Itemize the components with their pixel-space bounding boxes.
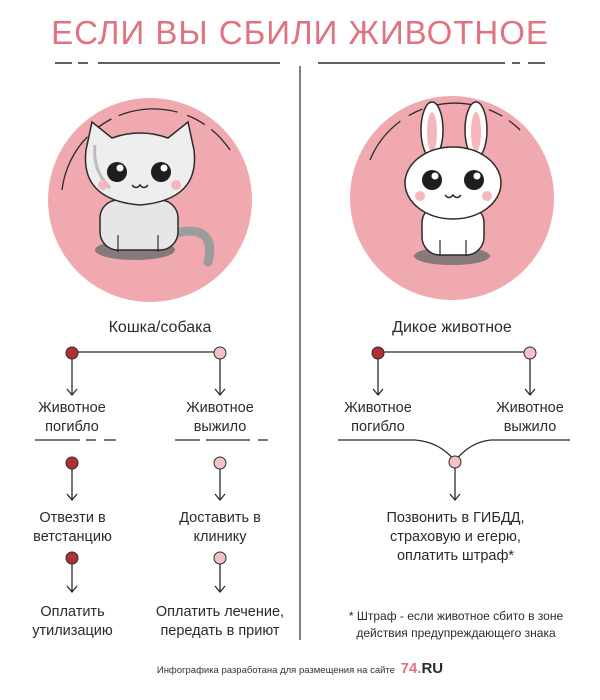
right-alive-label: Животное выжило	[496, 400, 564, 435]
right-dots	[371, 346, 537, 469]
brand-dot: .	[417, 660, 422, 677]
left-heading: Кошка/собака	[108, 319, 212, 336]
right-action: Позвонить в ГИБДД, страховую и егерю, оп…	[386, 510, 525, 564]
brand-ru: RU	[421, 660, 444, 677]
right-footnote: * Штраф - если животное сбито в зоне дей…	[348, 609, 564, 640]
left-flow	[35, 351, 268, 594]
cat-icon	[48, 98, 252, 302]
footer: Инфографика разработана для размещения н…	[0, 660, 600, 677]
left-dead-label: Животное погибло	[38, 400, 106, 435]
left-alive-step1: Доставить в клинику	[179, 510, 261, 545]
right-heading: Дикое животное	[392, 319, 512, 336]
left-dots	[65, 346, 227, 565]
left-alive-step2: Оплатить лечение, передать в приют	[155, 604, 285, 639]
brand-num: 74	[400, 660, 418, 677]
left-dead-step2: Оплатить утилизацию	[32, 604, 113, 639]
footer-text: Инфографика разработана для размещения н…	[156, 665, 395, 676]
page-title: ЕСЛИ ВЫ СБИЛИ ЖИВОТНОЕ	[51, 14, 549, 51]
right-dead-label: Животное погибло	[344, 400, 412, 435]
brand-logo[interactable]: 74.RU	[401, 660, 444, 677]
left-dead-step1: Отвезти в ветстанцию	[33, 510, 112, 545]
rabbit-icon	[350, 96, 554, 300]
left-alive-label: Животное выжило	[186, 400, 254, 435]
